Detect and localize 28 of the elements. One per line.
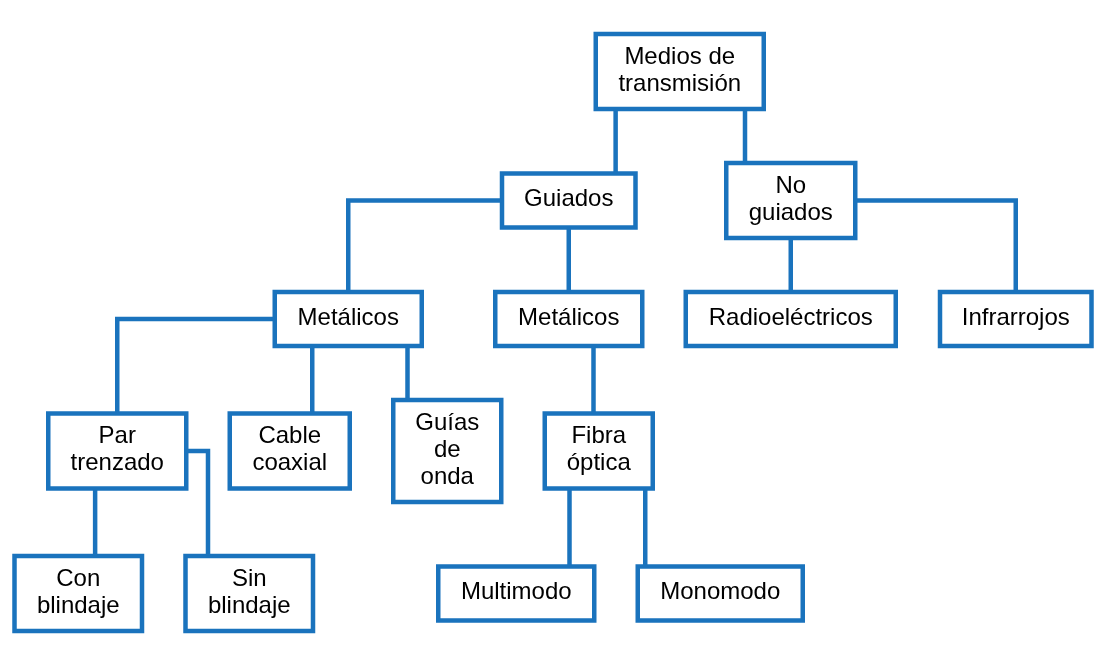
- node-box: Metálicos: [493, 289, 645, 348]
- node-box: Con blindaje: [12, 553, 145, 633]
- node-box: Guiados: [499, 170, 638, 230]
- node-box: Medios de transmisión: [593, 31, 766, 111]
- connector: [567, 488, 572, 566]
- connector: [92, 488, 98, 556]
- node-box: Sin blindaje: [183, 553, 316, 633]
- node-box: Radioeléctricos: [683, 289, 898, 348]
- connector: [405, 345, 410, 400]
- node-box: No guiados: [724, 160, 858, 240]
- node-box: Guías de onda: [391, 397, 504, 504]
- connector: [643, 488, 648, 566]
- connector: [591, 345, 596, 413]
- node-box: Metálicos: [272, 289, 424, 348]
- connector: [566, 227, 571, 292]
- connector: [115, 316, 275, 413]
- connector: [310, 345, 315, 413]
- connector: [346, 197, 502, 291]
- node-box: Par trenzado: [46, 410, 189, 491]
- connector: [742, 109, 748, 163]
- node-box: Multimodo: [436, 563, 597, 623]
- node-box: Fibra óptica: [542, 410, 655, 491]
- connector: [788, 238, 793, 292]
- node-box: Infrarrojos: [937, 289, 1094, 348]
- connector: [855, 197, 1018, 291]
- node-box: Cable coaxial: [227, 410, 352, 491]
- node-box: Monomodo: [635, 563, 805, 623]
- connector: [613, 109, 618, 173]
